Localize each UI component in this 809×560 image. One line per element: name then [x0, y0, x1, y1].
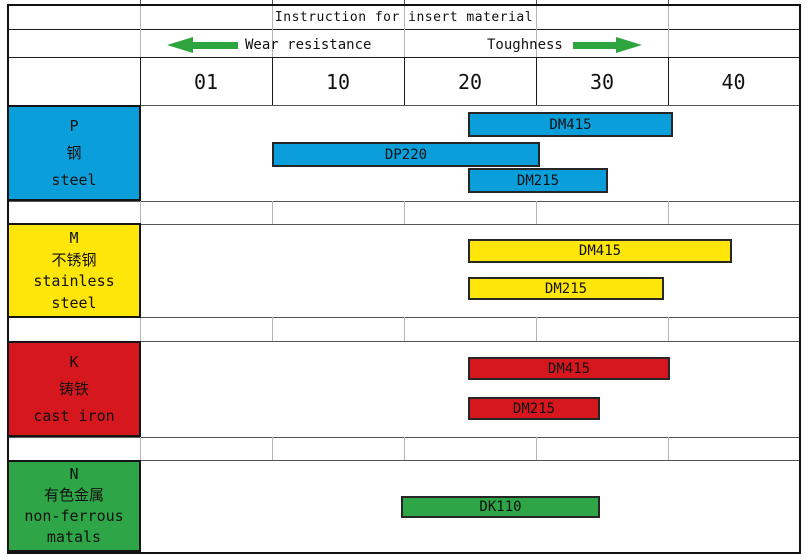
arrow-shaft	[573, 41, 616, 49]
axis-header-10: 10	[325, 69, 351, 94]
arrow-shaft	[193, 41, 238, 49]
grade-bar-dm415: DM415	[468, 357, 670, 380]
axis-header-30: 30	[589, 69, 615, 94]
grid-line	[668, 57, 669, 105]
tick-mark	[272, 0, 273, 5]
section-label-line: steel	[51, 170, 97, 189]
grade-bar-dm415: DM415	[468, 112, 673, 137]
grade-bar-dm215: DM215	[468, 277, 664, 300]
grid-line	[140, 57, 141, 105]
grid-line	[536, 201, 537, 224]
grid-line	[668, 317, 669, 341]
grid-line	[404, 57, 405, 105]
grid-line	[272, 57, 273, 105]
section-label-line: P	[69, 116, 79, 135]
toughness-arrow-icon	[573, 37, 642, 53]
grade-bar-dk110: DK110	[401, 496, 600, 518]
grid-line	[536, 317, 537, 341]
tick-mark	[536, 0, 537, 5]
grid-line	[668, 201, 669, 224]
grade-bar-dm215: DM215	[468, 397, 600, 420]
tick-mark	[404, 0, 405, 5]
grid-line	[404, 201, 405, 224]
section-label-line: 铸铁	[58, 379, 89, 398]
grid-line	[536, 6, 537, 57]
section-label-m: M 不锈钢 stainless steel	[7, 223, 141, 318]
section-label-line: 不锈钢	[51, 250, 97, 269]
section-label-line: cast iron	[33, 406, 115, 425]
tick-mark	[140, 0, 141, 5]
arrow-head-right	[616, 37, 642, 53]
grid-line	[272, 201, 273, 224]
grid-line	[404, 437, 405, 460]
material-column-header	[9, 58, 140, 105]
axis-header-20: 20	[457, 69, 483, 94]
grid-line	[9, 460, 799, 461]
section-label-line: stainless	[33, 272, 115, 290]
grid-line	[404, 6, 405, 57]
axis-header-01: 01	[193, 69, 219, 94]
grid-line	[404, 317, 405, 341]
grid-line	[140, 201, 141, 224]
grid-line	[272, 437, 273, 460]
section-label-k: K 铸铁 cast iron	[7, 341, 141, 437]
grid-line	[9, 341, 799, 342]
section-label-line: non-ferrous	[24, 507, 124, 526]
grid-line	[272, 317, 273, 341]
section-label-line: matals	[46, 528, 102, 547]
section-label-n: N 有色金属 non-ferrous matals	[7, 460, 141, 552]
toughness-label: Toughness	[487, 37, 563, 53]
grid-line	[668, 437, 669, 460]
grade-bar-dm215: DM215	[468, 168, 608, 193]
grid-line	[536, 437, 537, 460]
wear-resistance-label: Wear resistance	[245, 37, 372, 53]
section-label-line: M	[69, 229, 79, 247]
grid-line	[140, 437, 141, 460]
grid-line	[9, 224, 799, 225]
axis-header-40: 40	[721, 69, 746, 94]
section-label-line: K	[69, 352, 79, 371]
grid-line	[140, 317, 141, 341]
arrow-head-left	[167, 37, 193, 53]
wear-resistance-arrow-icon	[167, 37, 238, 53]
chart-title: Instruction for insert material	[274, 10, 534, 25]
grid-line	[272, 6, 273, 57]
section-label-line: steel	[51, 293, 97, 312]
grid-line	[140, 6, 141, 57]
grid-line	[536, 57, 537, 105]
grade-bar-dm415: DM415	[468, 239, 732, 263]
section-label-line: 钢	[66, 143, 82, 162]
grid-line	[9, 105, 799, 106]
tick-mark	[668, 0, 669, 5]
grid-line	[668, 6, 669, 57]
section-label-line: 有色金属	[43, 486, 104, 505]
grade-bar-dp220: DP220	[272, 142, 540, 167]
section-label-line: N	[69, 465, 79, 484]
